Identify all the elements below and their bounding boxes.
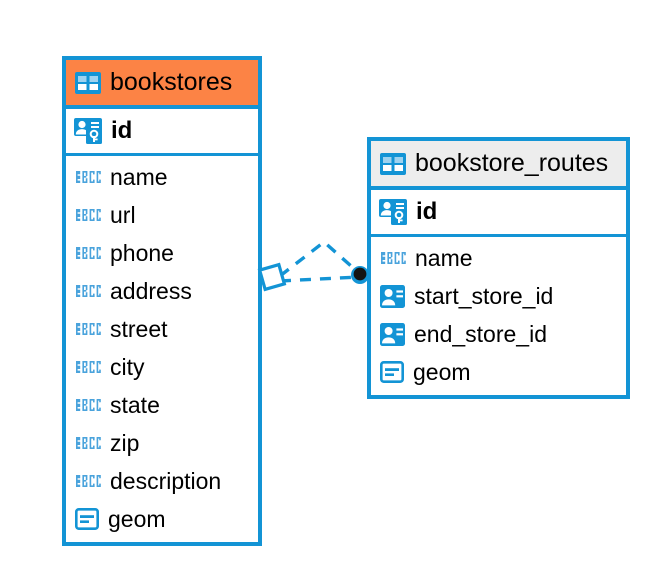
field-label: street: [110, 315, 168, 342]
field-label: start_store_id: [414, 282, 554, 309]
abc-icon: [75, 284, 101, 298]
abc-icon: [75, 322, 101, 336]
entity-bookstore-routes[interactable]: bookstore_routes id: [367, 137, 630, 399]
field-label: end_store_id: [414, 320, 547, 347]
field-row-phone[interactable]: phone: [66, 234, 258, 272]
field-row-primary-key[interactable]: id: [371, 190, 626, 237]
table-icon: [380, 152, 406, 175]
relationship-connector[interactable]: [257, 236, 370, 312]
entity-bookstores-title: bookstores: [110, 68, 233, 96]
field-row-state[interactable]: state: [66, 386, 258, 424]
field-row-primary-key[interactable]: id: [66, 109, 258, 156]
field-row-street[interactable]: street: [66, 310, 258, 348]
field-label: zip: [110, 429, 140, 456]
field-row-address[interactable]: address: [66, 272, 258, 310]
field-label-id: id: [416, 198, 438, 225]
key-person-icon: [379, 199, 407, 225]
entity-bookstore-routes-header[interactable]: bookstore_routes: [371, 141, 626, 190]
entity-bookstore-routes-field-list: name start_store_id: [371, 237, 626, 391]
abc-icon: [75, 170, 101, 184]
blob-icon: [75, 508, 99, 530]
abc-icon: [75, 436, 101, 450]
contact-card-icon: [380, 322, 405, 346]
abc-icon: [75, 398, 101, 412]
diamond-marker-icon: [257, 262, 287, 292]
field-label: name: [110, 163, 168, 190]
blob-icon: [380, 361, 404, 383]
entity-bookstores-field-list: name url: [66, 156, 258, 538]
field-label: geom: [413, 358, 471, 385]
field-row-url[interactable]: url: [66, 196, 258, 234]
field-label: description: [110, 467, 222, 494]
field-row-name[interactable]: name: [371, 239, 626, 277]
field-row-geom[interactable]: geom: [66, 500, 258, 538]
key-person-icon: [74, 118, 102, 144]
field-label: city: [110, 353, 145, 380]
field-row-description[interactable]: description: [66, 462, 258, 500]
relationship-line-lower: [279, 275, 360, 283]
abc-icon: [75, 474, 101, 488]
contact-card-icon: [380, 284, 405, 308]
field-label: phone: [110, 239, 174, 266]
field-row-city[interactable]: city: [66, 348, 258, 386]
field-row-name[interactable]: name: [66, 158, 258, 196]
entity-bookstores[interactable]: bookstores id: [62, 56, 262, 546]
abc-icon: [380, 251, 406, 265]
field-label: url: [110, 201, 136, 228]
field-label: name: [415, 244, 473, 271]
field-row-start-store-id[interactable]: start_store_id: [371, 277, 626, 315]
entity-bookstores-header[interactable]: bookstores: [66, 60, 258, 109]
abc-icon: [75, 246, 101, 260]
field-label: address: [110, 277, 192, 304]
table-icon: [75, 71, 101, 94]
relationship-line-upper: [278, 239, 361, 278]
abc-icon: [75, 208, 101, 222]
field-label: state: [110, 391, 160, 418]
abc-icon: [75, 360, 101, 374]
field-label-id: id: [111, 117, 133, 144]
field-row-geom[interactable]: geom: [371, 353, 626, 391]
field-label: geom: [108, 505, 166, 532]
field-row-end-store-id[interactable]: end_store_id: [371, 315, 626, 353]
entity-bookstore-routes-title: bookstore_routes: [415, 149, 609, 177]
field-row-zip[interactable]: zip: [66, 424, 258, 462]
